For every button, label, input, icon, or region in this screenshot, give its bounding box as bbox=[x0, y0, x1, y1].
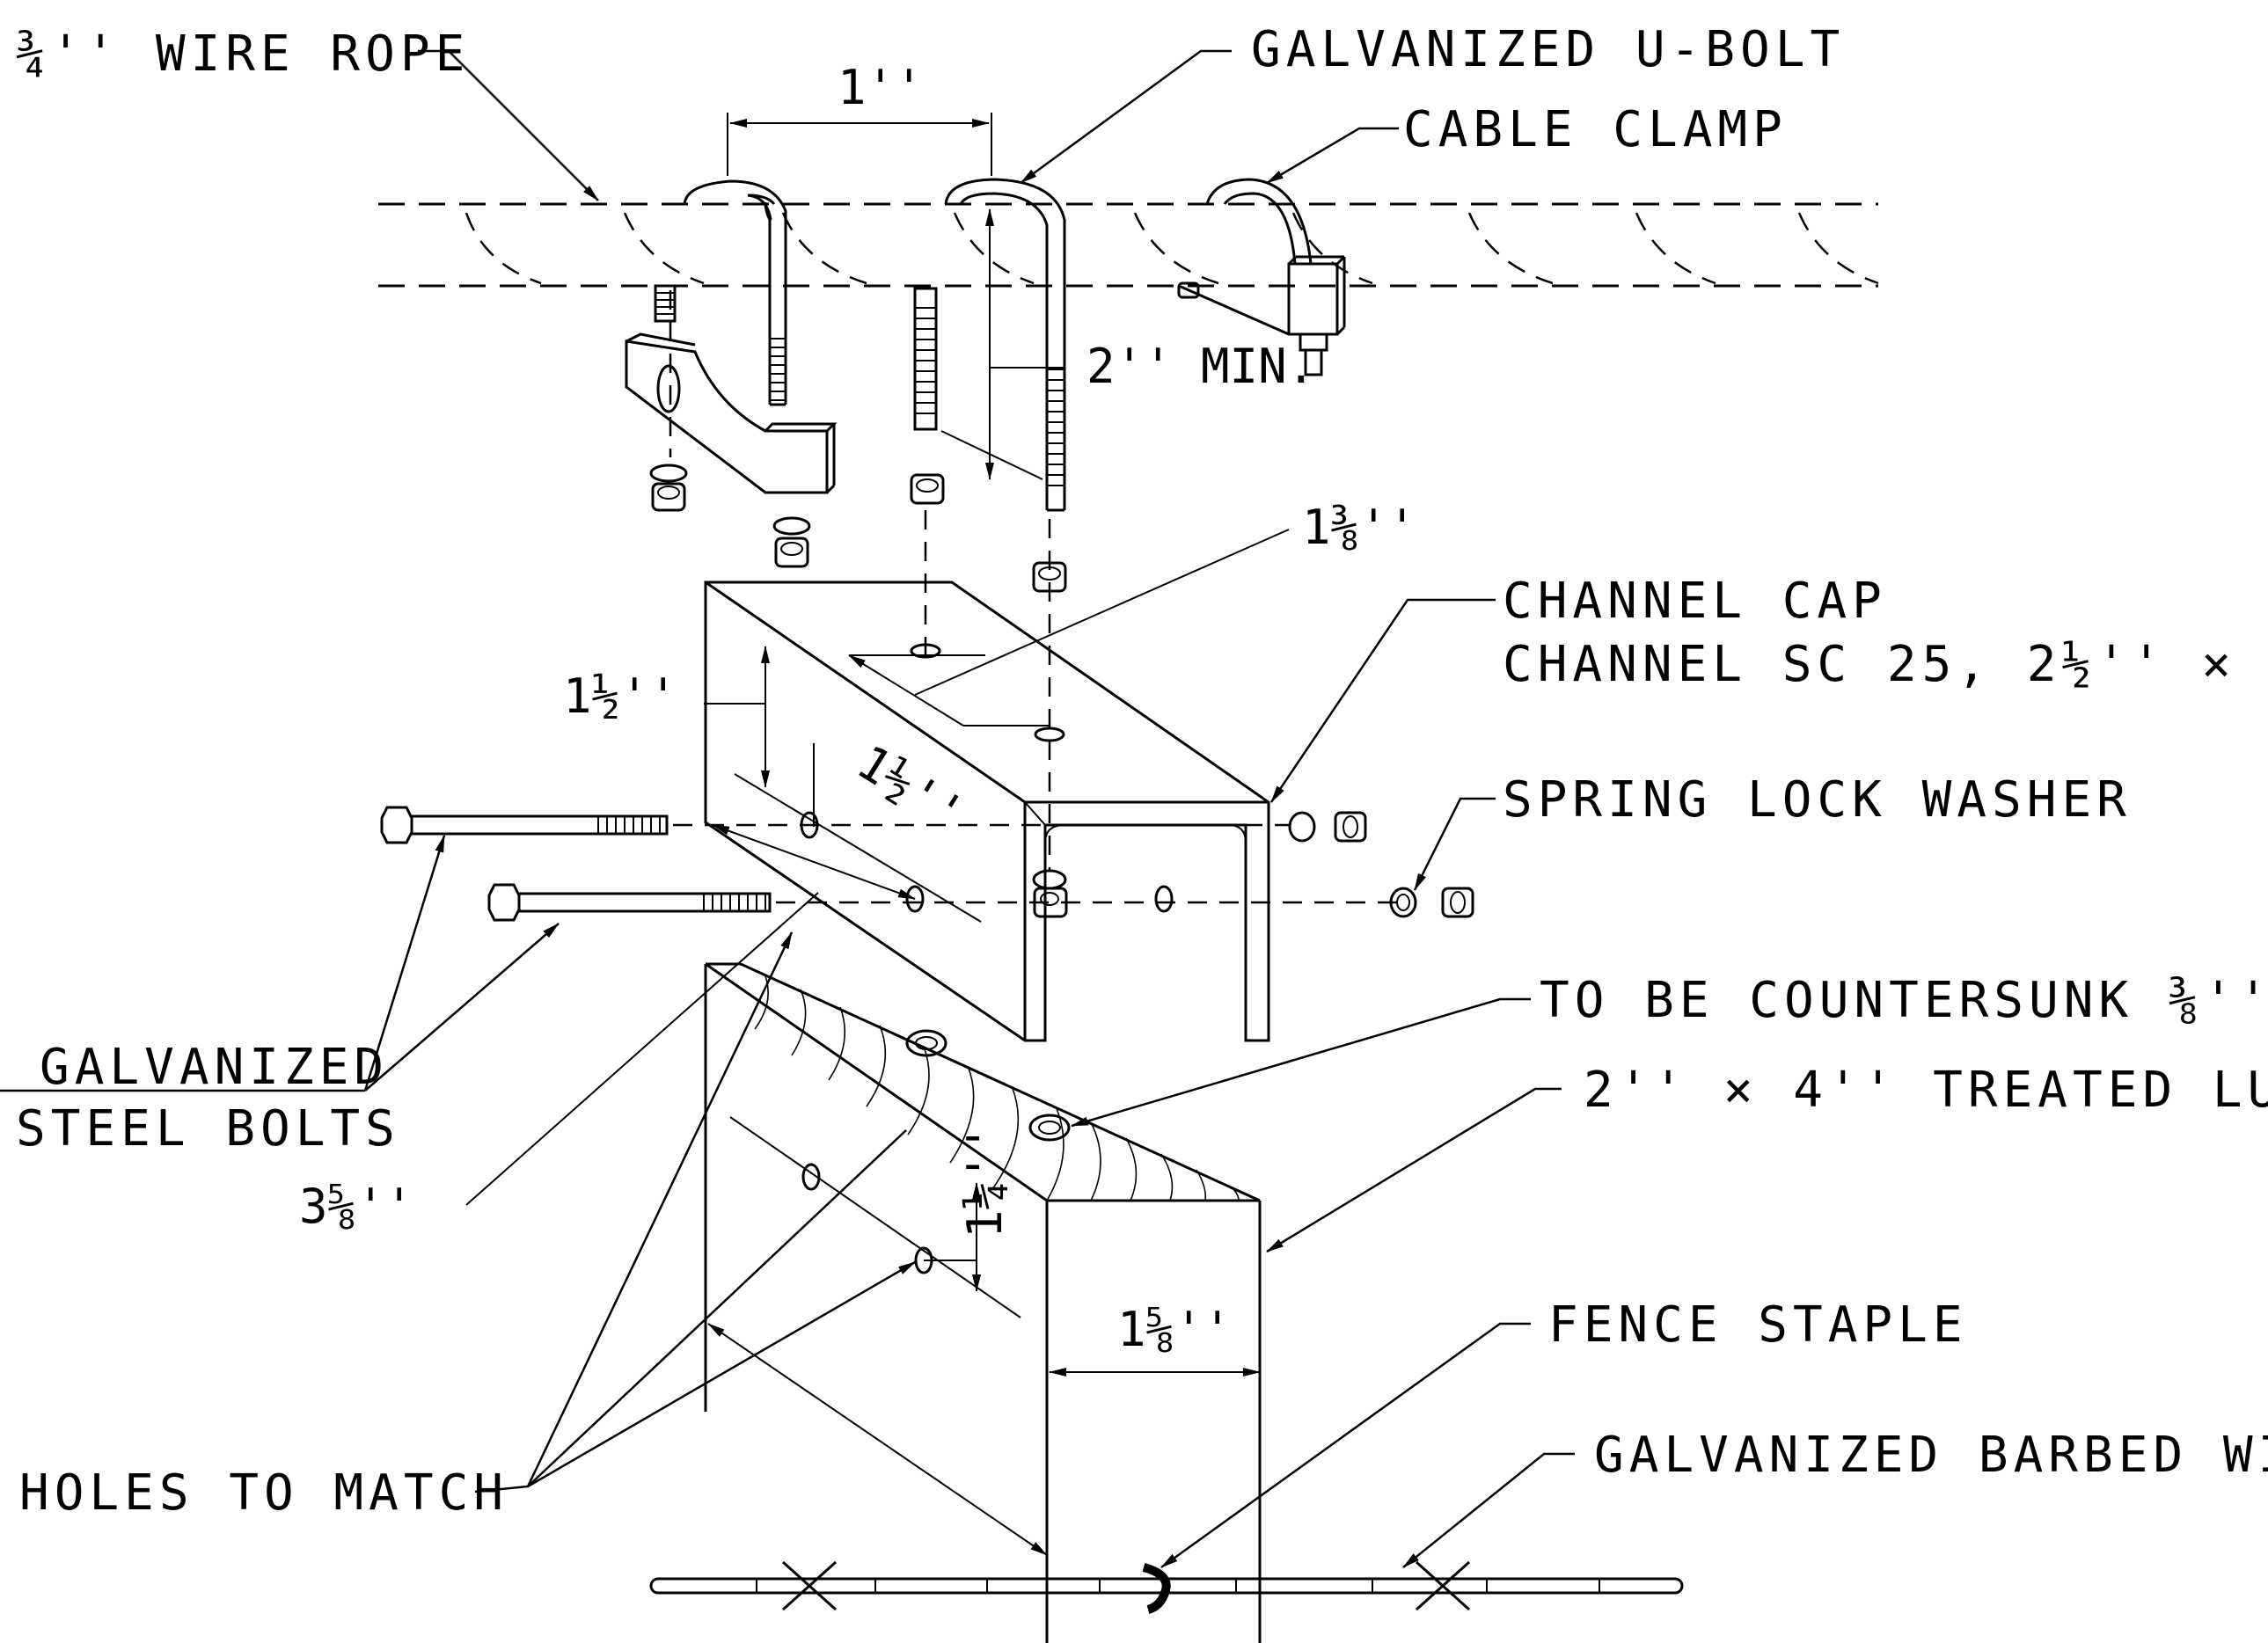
dim-lumber-width-text: 1⅝'' bbox=[1117, 1302, 1232, 1357]
dim-channel-height-text: 1½'' bbox=[563, 668, 677, 724]
label-steel-bolts-line1: GALVANIZED bbox=[40, 1039, 389, 1096]
steel-bolt-lower bbox=[487, 883, 1474, 922]
channel-cap bbox=[704, 581, 1270, 1042]
label-wire-rope: ¾'' WIRE ROPE bbox=[16, 26, 470, 83]
label-treated-lumber: 2'' × 4'' TREATED LUMBER bbox=[1584, 1062, 2268, 1119]
dim-u-bolt-spacing-text: 1'' bbox=[838, 60, 924, 115]
cable-clamp bbox=[1177, 178, 1346, 376]
dim-min-length-text: 2'' MIN. bbox=[1086, 339, 1315, 394]
label-u-bolt: GALVANIZED U-BOLT bbox=[1251, 21, 1845, 78]
label-cable-clamp: CABLE CLAMP bbox=[1403, 101, 1788, 158]
label-barbed-wire: GALVANIZED BARBED WIRE bbox=[1594, 1427, 2268, 1484]
steel-bolt-upper bbox=[380, 806, 1367, 844]
saddle-hardware bbox=[649, 464, 811, 568]
dim-lumber: 1¼'' 1⅝'' 3⅝'' bbox=[299, 892, 1261, 1556]
label-steel-bolts-line2: STEEL BOLTS bbox=[16, 1100, 400, 1157]
label-holes-to-match: HOLES TO MATCH bbox=[19, 1464, 508, 1522]
clamp-saddle bbox=[625, 290, 838, 494]
dim-channel: 1½'' 1½'' 1⅜'' bbox=[563, 500, 1416, 923]
u-bolt-left bbox=[654, 179, 787, 406]
dim-bolt-offset-text: 3⅝'' bbox=[299, 1179, 413, 1234]
leader-lines bbox=[0, 49, 1575, 1569]
label-countersunk: TO BE COUNTERSUNK ⅜'' bbox=[1540, 972, 2268, 1029]
inner-nuts bbox=[1032, 869, 1068, 918]
label-channel-spec: CHANNEL SC 25, 2½'' × 2½'' bbox=[1503, 636, 2268, 693]
label-channel-cap: CHANNEL CAP bbox=[1503, 573, 1887, 630]
wire-rope bbox=[378, 202, 1879, 288]
label-spring-lock-washer: SPRING LOCK WASHER bbox=[1503, 771, 2132, 829]
dim-min-length: 2'' MIN. bbox=[940, 208, 1315, 480]
dim-hole-offset-text: 1⅜'' bbox=[1302, 500, 1416, 555]
barbed-wire bbox=[649, 1560, 1684, 1614]
label-fence-staple: FENCE STAPLE bbox=[1548, 1296, 1968, 1354]
dim-u-bolt-spacing: 1'' bbox=[727, 60, 992, 176]
dim-lumber-hole-drop-text: 1¼'' bbox=[957, 1124, 1013, 1238]
u-bolt-center bbox=[910, 178, 1067, 871]
